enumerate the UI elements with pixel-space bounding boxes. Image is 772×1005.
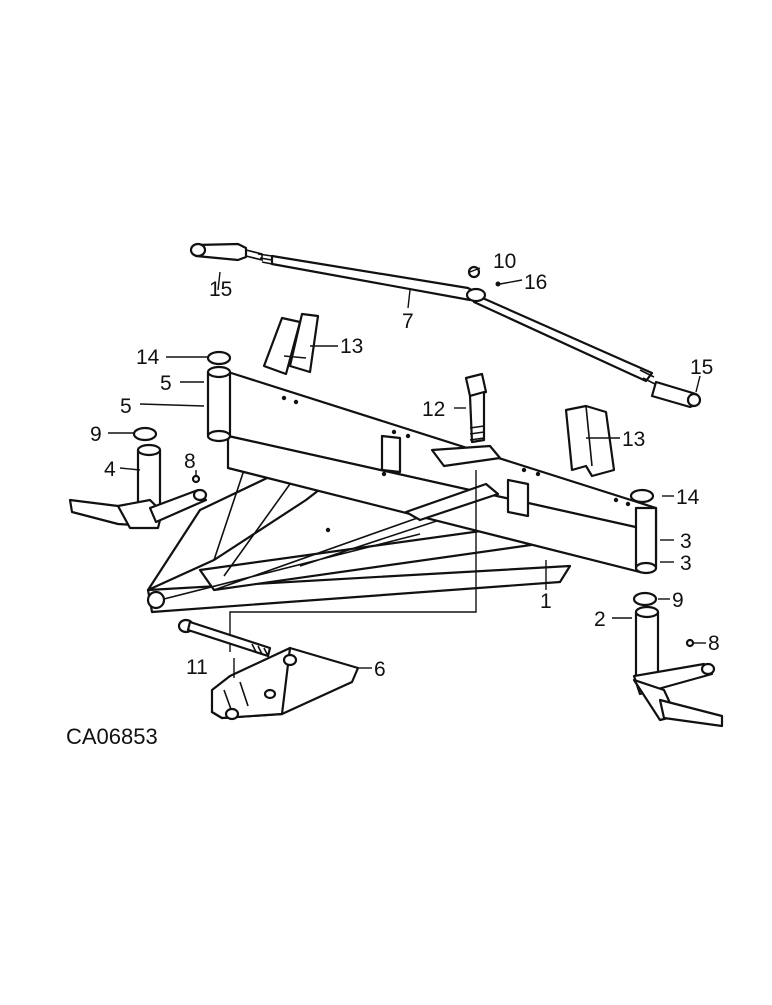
bracket-right <box>564 404 616 478</box>
pivot-plates <box>229 444 502 652</box>
leader-lines <box>108 267 706 678</box>
callout-13-left: 13 <box>340 335 363 358</box>
washer-14-right <box>629 488 655 504</box>
callout-7: 7 <box>402 310 414 333</box>
diagram-id-label: CA06853 <box>66 724 158 749</box>
callout-14-right: 14 <box>676 486 700 509</box>
callout-8-right: 8 <box>708 632 720 655</box>
bushing-9-left <box>132 426 158 442</box>
spindle-tube-left <box>206 365 232 443</box>
callout-3-upper: 3 <box>680 530 692 553</box>
bracket-left <box>262 312 320 376</box>
washer-14-left <box>206 350 232 366</box>
spindle-tube-right <box>634 506 658 575</box>
callout-8-left: 8 <box>184 450 196 473</box>
callout-4: 4 <box>104 458 116 481</box>
callout-9-left: 9 <box>90 423 102 446</box>
callout-9-right: 9 <box>672 589 684 612</box>
tie-rod-end-right <box>639 369 702 409</box>
tie-rod <box>257 253 654 383</box>
callout-15-left: 15 <box>209 278 232 301</box>
callout-3-lower: 3 <box>680 552 692 575</box>
tie-rod-end-left <box>189 242 263 262</box>
callout-5-lower: 5 <box>120 395 132 418</box>
callout-16: 16 <box>524 271 547 294</box>
callout-labels: 15 7 10 16 15 13 13 14 14 5 5 9 4 8 12 3… <box>90 250 720 681</box>
callout-15-right: 15 <box>690 356 713 379</box>
frame-slot-left <box>380 434 402 474</box>
callout-6: 6 <box>374 658 386 681</box>
callout-1: 1 <box>540 590 552 613</box>
pivot-bolt <box>464 372 488 444</box>
callout-5-upper: 5 <box>160 372 172 395</box>
grease-fitting-8-left <box>191 474 201 484</box>
spindle-left <box>68 443 208 530</box>
callout-14-left: 14 <box>136 346 160 369</box>
callout-10: 10 <box>493 250 516 273</box>
bushing-9-right <box>632 591 658 607</box>
hitch-bracket <box>210 646 360 721</box>
hitch-bolt <box>177 618 272 658</box>
callout-13-right: 13 <box>622 428 645 451</box>
fitting-16 <box>495 281 501 287</box>
spindle-right <box>632 605 724 728</box>
axle-frame <box>146 370 658 614</box>
callout-12: 12 <box>422 398 445 421</box>
frame-slot-right <box>506 478 530 518</box>
callout-2: 2 <box>594 608 606 631</box>
callout-11: 11 <box>186 656 208 679</box>
